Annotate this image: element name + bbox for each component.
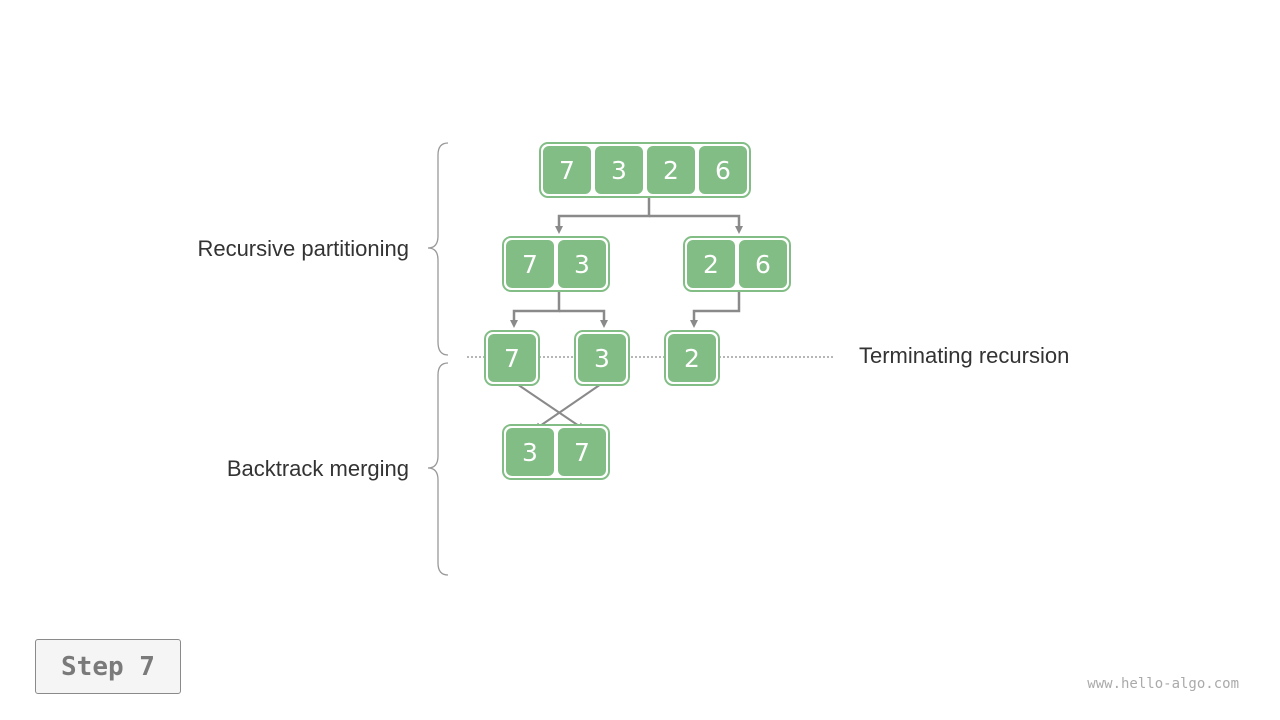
right-subarray: 2 6 <box>683 236 791 292</box>
array-cell: 6 <box>739 240 787 288</box>
left-subarray: 7 3 <box>502 236 610 292</box>
array-cell: 7 <box>558 428 606 476</box>
array-cell: 7 <box>543 146 591 194</box>
array-cell: 7 <box>506 240 554 288</box>
array-cell: 3 <box>506 428 554 476</box>
step-indicator: Step 7 <box>35 639 181 694</box>
merged-array: 3 7 <box>502 424 610 480</box>
array-cell: 7 <box>488 334 536 382</box>
array-cell: 6 <box>699 146 747 194</box>
leaf-array: 7 <box>484 330 540 386</box>
array-cell: 2 <box>687 240 735 288</box>
array-cell: 3 <box>595 146 643 194</box>
array-cell: 2 <box>647 146 695 194</box>
right-split-connector <box>690 292 741 328</box>
array-cell: 3 <box>578 334 626 382</box>
backtrack-merging-label: Backtrack merging <box>226 456 409 481</box>
leaf-array: 2 <box>664 330 720 386</box>
recursive-partitioning-label: Recursive partitioning <box>197 236 409 261</box>
array-cell: 3 <box>558 240 606 288</box>
array-cell: 2 <box>668 334 716 382</box>
root-split-connector <box>555 198 743 234</box>
partition-brace <box>427 142 449 356</box>
terminating-recursion-label: Terminating recursion <box>859 343 1070 368</box>
leaf-array: 3 <box>574 330 630 386</box>
left-split-connector <box>510 292 608 328</box>
merge-connector <box>513 381 605 431</box>
watermark: www.hello-algo.com <box>1087 676 1239 692</box>
merge-brace <box>427 362 449 576</box>
root-array: 7 3 2 6 <box>539 142 751 198</box>
